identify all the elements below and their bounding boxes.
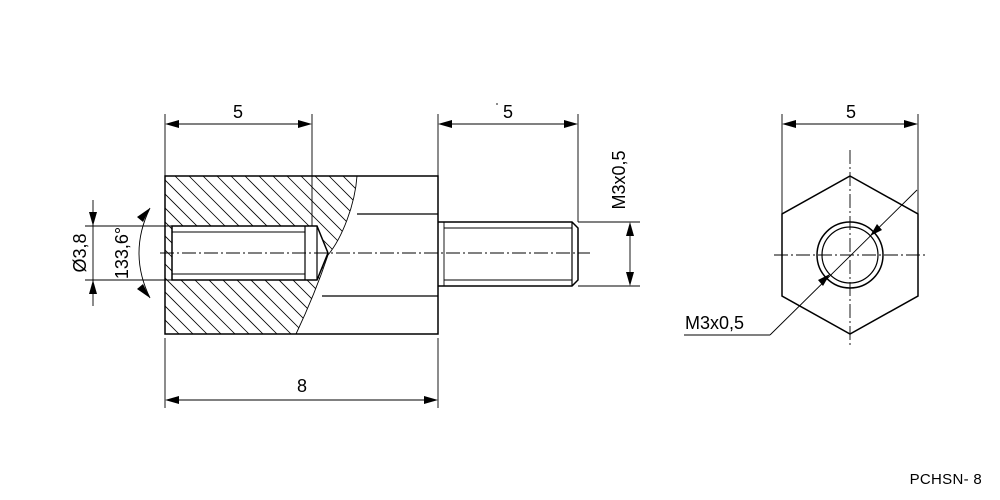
stud-outline — [438, 221, 579, 287]
hatch-line — [399, 176, 559, 336]
dim-drill-angle: 133,6° — [112, 207, 151, 299]
hatch-line — [413, 176, 573, 336]
hatch-line — [525, 176, 685, 336]
hatch-line — [165, 176, 252, 334]
hatch-line — [581, 176, 741, 336]
dim-end-thread-label: M3x0,5 — [685, 313, 744, 333]
hatch-line — [455, 176, 615, 336]
hatch-line — [427, 176, 587, 336]
hatch-line — [567, 176, 727, 336]
part-code: PCHSN- 8 — [909, 471, 982, 488]
hatch-line — [511, 176, 671, 336]
hatch-line — [342, 176, 357, 334]
hatch-line — [165, 176, 210, 334]
hatch-line — [356, 176, 357, 334]
hatch-line — [497, 176, 657, 336]
dim-body-length: 5 — [164, 102, 313, 226]
dim-hex-width: 5 — [781, 102, 919, 214]
break-line — [295, 175, 358, 335]
dim-stud-length-label: 5 — [503, 102, 513, 122]
dim-bore-diameter: Ø3,8 — [70, 200, 172, 306]
hatch-line — [314, 176, 357, 334]
internal-bore — [171, 225, 329, 281]
dim-end-thread: M3x0,5 — [684, 189, 918, 336]
hatch-line — [441, 176, 601, 336]
dim-body-length-label: 5 — [233, 102, 243, 122]
hatch-line — [286, 176, 357, 334]
side-view: 5 5 8 Ø3,8 — [0, 102, 741, 408]
hatch-line — [165, 176, 238, 334]
hatch-line — [165, 176, 196, 334]
hatch-line — [165, 176, 182, 334]
dim-total-length: 8 — [164, 338, 439, 408]
hatch-line — [165, 176, 224, 334]
dim-stud-thread-label: M3x0,5 — [609, 150, 629, 209]
dim-stud-thread: M3x0,5 — [578, 150, 640, 287]
hex-body-outline — [164, 175, 439, 335]
dim-drill-angle-label: 133,6° — [112, 227, 132, 279]
hatch-line — [553, 176, 713, 336]
dim-stud-length: 5 — [437, 102, 579, 222]
hatch-line — [371, 176, 531, 336]
dim-hex-width-label: 5 — [846, 102, 856, 122]
end-view: 5 M3x0,5 — [684, 102, 926, 345]
hatch-line — [469, 176, 629, 336]
hatch-line — [0, 176, 125, 336]
hatch-line — [385, 176, 545, 336]
hatch-line — [300, 176, 357, 334]
dim-total-length-label: 8 — [297, 376, 307, 396]
dim-bore-diameter-label: Ø3,8 — [70, 233, 90, 272]
